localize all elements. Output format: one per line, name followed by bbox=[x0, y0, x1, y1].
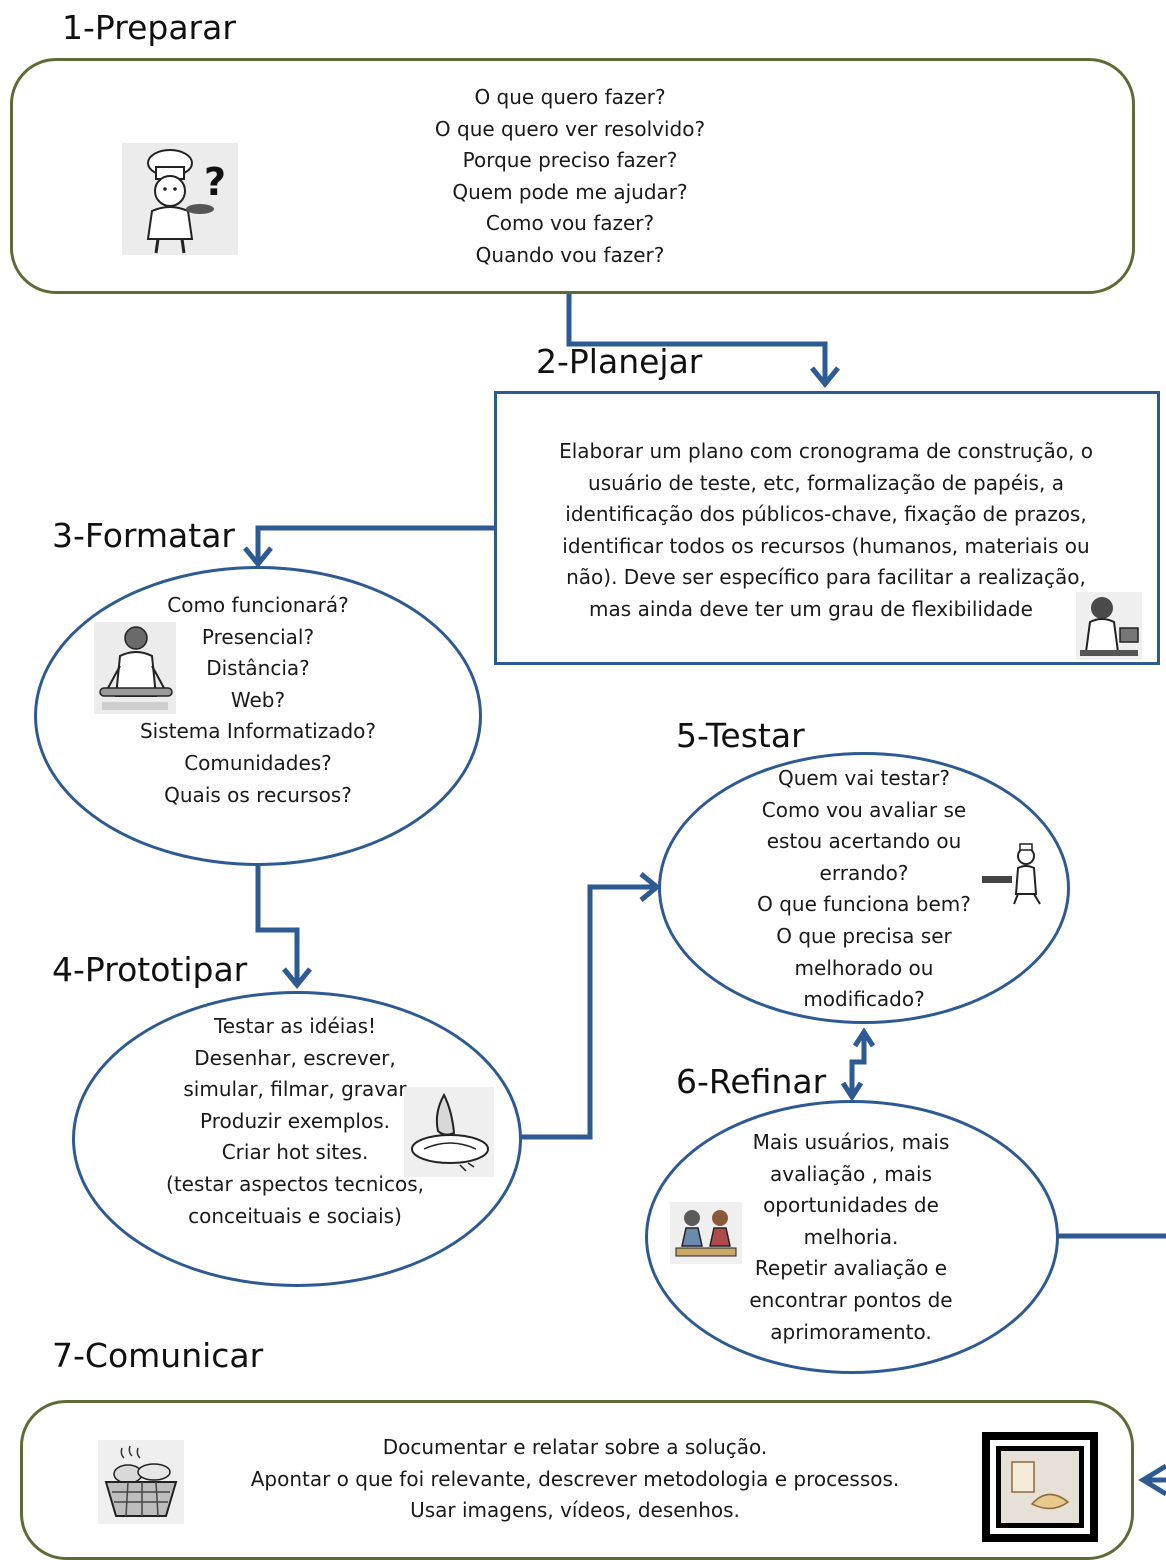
step-6-line: Mais usuários, mais bbox=[752, 1130, 950, 1154]
connector-4-to-5 bbox=[520, 884, 655, 1140]
step-4-line: simular, filmar, gravar bbox=[183, 1077, 407, 1102]
cook-at-scale-icon bbox=[1076, 592, 1142, 660]
step-6-line: encontrar pontos de bbox=[749, 1287, 953, 1312]
step-5-line: Quem vai testar? bbox=[777, 766, 951, 790]
step-5-ellipse bbox=[658, 752, 1070, 1024]
step-6-line: oportunidades de bbox=[763, 1193, 939, 1218]
step-7-description: Documentar e relatar sobre a solução. Ap… bbox=[200, 1432, 950, 1527]
step-7-line: Documentar e relatar sobre a solução. bbox=[382, 1435, 768, 1459]
connector-3-to-4-arrowhead bbox=[282, 967, 312, 989]
step-5-line: O que precisa ser bbox=[776, 923, 952, 948]
step-1-line: O que quero ver resolvido? bbox=[434, 116, 706, 141]
step-3-line: Quais os recursos? bbox=[164, 782, 352, 807]
step-1-questions: O que quero fazer? O que quero ver resol… bbox=[340, 82, 800, 272]
step-4-description: Testar as idéias! Desenhar, escrever, si… bbox=[132, 1011, 458, 1232]
svg-text:?: ? bbox=[204, 160, 226, 204]
step-1-title: 1-Preparar bbox=[62, 8, 236, 47]
step-6-line: avaliação , mais bbox=[770, 1161, 932, 1186]
step-5-questions: Quem vai testar? Como vou avaliar se est… bbox=[720, 763, 1008, 1016]
step-4-line: (testar aspectos tecnicos, bbox=[166, 1171, 424, 1196]
connector-5-6-arrowhead-down bbox=[840, 1081, 864, 1102]
connector-2-to-3 bbox=[255, 525, 494, 562]
framed-pastry-icon bbox=[982, 1432, 1098, 1542]
step-1-line: Como vou fazer? bbox=[485, 211, 655, 236]
step-4-line: Criar hot sites. bbox=[221, 1140, 369, 1165]
step-5-title: 5-Testar bbox=[676, 716, 805, 755]
step-1-line: Porque preciso fazer? bbox=[462, 148, 678, 173]
step-3-line: Sistema Informatizado? bbox=[139, 719, 377, 744]
step-2-description: Elaborar um plano com cronograma de cons… bbox=[520, 436, 1132, 626]
step-4-line: conceituais e sociais) bbox=[188, 1203, 402, 1228]
connector-2-to-3-arrowhead bbox=[243, 546, 273, 568]
step-2-line: identificação dos públicos-chave, fixaçã… bbox=[565, 502, 1087, 527]
step-5-line: Como vou avaliar se bbox=[761, 797, 967, 822]
step-3-line: Presencial? bbox=[201, 624, 315, 649]
step-2-line: Elaborar um plano com cronograma de cons… bbox=[559, 439, 1093, 463]
step-1-line: Quando vou fazer? bbox=[475, 242, 665, 267]
step-1-line: Quem pode me ajudar? bbox=[452, 179, 688, 204]
step-6-line: aprimoramento. bbox=[770, 1319, 932, 1344]
step-2-line: mas ainda deve ter um grau de flexibilid… bbox=[589, 596, 1033, 621]
baker-rolling-dough-icon bbox=[94, 622, 176, 714]
step-6-line: Repetir avaliação e bbox=[754, 1256, 948, 1281]
bread-basket-icon bbox=[98, 1440, 184, 1524]
step-4-line: Testar as idéias! bbox=[213, 1014, 377, 1038]
step-7-line: Apontar o que foi relevante, descrever m… bbox=[250, 1466, 900, 1491]
step-4-title: 4-Prototipar bbox=[52, 950, 248, 989]
children-baking-icon bbox=[670, 1202, 742, 1264]
step-3-line: Como funcionará? bbox=[167, 593, 349, 617]
step-5-line: modificado? bbox=[803, 987, 925, 1012]
step-4-line: Produzir exemplos. bbox=[200, 1108, 390, 1133]
step-3-line: Distância? bbox=[206, 656, 310, 681]
step-6-title: 6-Refinar bbox=[676, 1062, 827, 1101]
connector-4-to-5-arrowhead bbox=[639, 872, 661, 902]
connector-1-to-2-arrowhead bbox=[810, 366, 840, 388]
step-5-line: melhorado ou bbox=[794, 955, 934, 980]
step-5-line: errando? bbox=[819, 860, 909, 885]
chef-with-tray-icon bbox=[982, 843, 1041, 905]
step-5-line: O que funciona bem? bbox=[757, 892, 971, 917]
step-7-line: Usar imagens, vídeos, desenhos. bbox=[410, 1498, 740, 1523]
step-1-line: O que quero fazer? bbox=[474, 85, 666, 109]
step-2-line: não). Deve ser específico para facilitar… bbox=[566, 565, 1086, 590]
hand-kneading-bread-icon bbox=[404, 1087, 494, 1177]
step-7-title: 7-Comunicar bbox=[52, 1336, 264, 1375]
step-2-title: 2-Planejar bbox=[536, 342, 703, 381]
step-3-title: 3-Formatar bbox=[52, 516, 235, 555]
step-2-line: identificar todos os recursos (humanos, … bbox=[562, 533, 1090, 558]
connector-1-to-2 bbox=[566, 293, 828, 382]
step-3-line: Web? bbox=[230, 687, 286, 712]
connector-3-to-4 bbox=[255, 866, 300, 983]
step-3-line: Comunidades? bbox=[184, 750, 332, 775]
step-5-line: estou acertando ou bbox=[766, 829, 962, 854]
step-2-line: usuário de teste, etc, formalização de p… bbox=[588, 470, 1064, 495]
connector-5-6-arrowhead-up bbox=[852, 1027, 876, 1048]
step-6-line: melhoria. bbox=[803, 1224, 899, 1249]
connector-5-6-bidirectional bbox=[849, 1032, 867, 1096]
step-3-questions: Como funcionará? Presencial? Distância? … bbox=[90, 590, 426, 811]
step-6-description: Mais usuários, mais avaliação , mais opo… bbox=[712, 1127, 990, 1348]
step-3-ellipse bbox=[34, 566, 482, 866]
step-4-line: Desenhar, escrever, bbox=[194, 1045, 396, 1070]
chef-question-icon: ? bbox=[122, 143, 238, 255]
step-2-box bbox=[494, 391, 1160, 665]
